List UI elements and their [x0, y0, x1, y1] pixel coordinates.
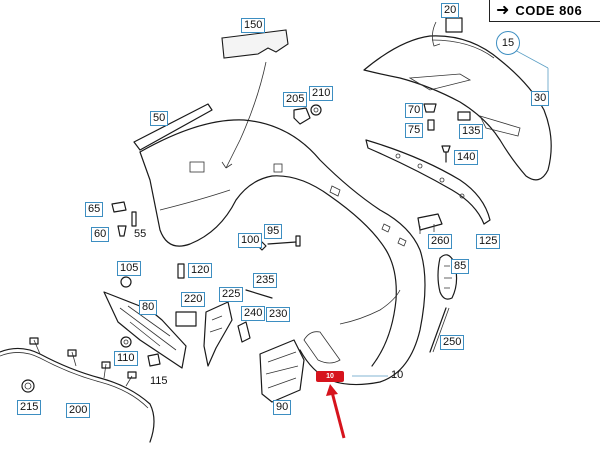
callout-70[interactable]: 70 [405, 103, 424, 118]
callout-15[interactable]: 15 [496, 31, 520, 55]
highlighted-part-tag[interactable]: 10 [316, 371, 344, 382]
callout-210[interactable]: 210 [309, 86, 334, 101]
callout-105[interactable]: 105 [117, 261, 142, 276]
callout-200[interactable]: 200 [66, 403, 91, 418]
callout-125[interactable]: 125 [476, 234, 501, 249]
callout-235[interactable]: 235 [253, 273, 278, 288]
callout-115[interactable]: 115 [150, 375, 168, 387]
callout-100[interactable]: 100 [238, 233, 263, 248]
part-120-105 [120, 263, 185, 288]
part-220-pad [175, 311, 197, 327]
callout-65[interactable]: 65 [85, 202, 104, 217]
callout-230[interactable]: 230 [266, 307, 291, 322]
callout-135[interactable]: 135 [459, 124, 484, 139]
part-125-strip [365, 139, 491, 225]
code-label: CODE 806 [515, 3, 583, 18]
part-90-bracket [259, 339, 305, 403]
callout-205[interactable]: 205 [283, 92, 308, 107]
part-150-trim-strip [221, 29, 289, 169]
callout-140[interactable]: 140 [454, 150, 479, 165]
callout-110[interactable]: 110 [114, 351, 138, 366]
part-110-115 [120, 336, 161, 367]
part-215-connector [21, 379, 35, 393]
small-fasteners-right [423, 103, 471, 163]
callout-95[interactable]: 95 [264, 224, 283, 239]
callout-260[interactable]: 260 [428, 234, 453, 249]
callout-220[interactable]: 220 [181, 292, 206, 307]
callout-10[interactable]: 10 [391, 369, 404, 381]
red-pointer-arrow-icon [326, 384, 346, 439]
callout-240[interactable]: 240 [241, 306, 266, 321]
callout-75[interactable]: 75 [405, 123, 424, 138]
right-arrow-icon: ➜ [496, 1, 510, 19]
callout-60[interactable]: 60 [91, 227, 110, 242]
part-235-bolt [245, 289, 273, 299]
part-10-bumper-cover [139, 119, 426, 386]
callout-50[interactable]: 50 [150, 111, 169, 126]
callout-20[interactable]: 20 [441, 3, 460, 18]
part-200-cable-harness [0, 337, 155, 443]
part-225-240-230 [203, 301, 251, 367]
callout-215[interactable]: 215 [17, 400, 42, 415]
callout-120[interactable]: 120 [188, 263, 213, 278]
callout-55[interactable]: 55 [134, 228, 147, 240]
part-50-strip [133, 103, 213, 151]
part-85 [437, 254, 458, 300]
part-20-sensor [432, 17, 463, 47]
code-806-box: ➜ CODE 806 [489, 0, 600, 22]
callout-85[interactable]: 85 [451, 259, 470, 274]
callout-80[interactable]: 80 [139, 300, 158, 315]
part-205-210 [293, 104, 322, 125]
callout-90[interactable]: 90 [273, 400, 292, 415]
callout-150[interactable]: 150 [241, 18, 266, 33]
part-260-bracket [417, 213, 443, 234]
part-250-rod [429, 307, 450, 353]
callout-30[interactable]: 30 [531, 91, 550, 106]
left-fasteners [111, 201, 137, 237]
callout-225[interactable]: 225 [219, 287, 244, 302]
callout-250[interactable]: 250 [440, 335, 465, 350]
